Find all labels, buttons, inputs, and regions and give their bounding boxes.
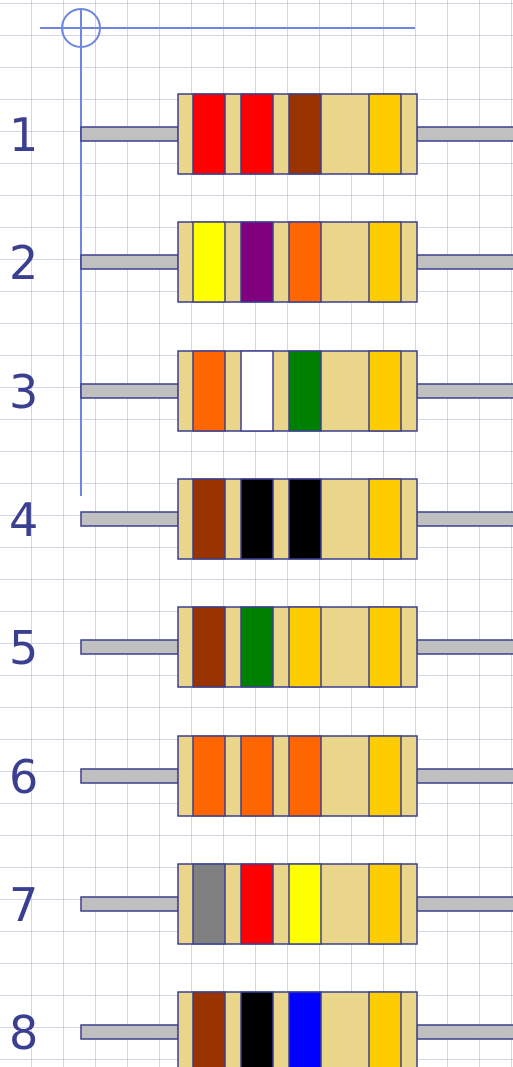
lead-right (417, 127, 513, 141)
lead-left (81, 127, 178, 141)
color-band (289, 94, 321, 174)
resistor: 1 (9, 94, 513, 174)
color-band (193, 94, 225, 174)
resistor-number: 8 (9, 1006, 38, 1060)
color-band (289, 992, 321, 1067)
resistor-number: 6 (9, 750, 38, 804)
lead-right (417, 255, 513, 269)
lead-right (417, 1025, 513, 1039)
color-band (193, 222, 225, 302)
resistor: 5 (9, 607, 513, 687)
lead-left (81, 897, 178, 911)
resistor: 7 (9, 864, 513, 944)
color-band (369, 94, 401, 174)
lead-left (81, 640, 178, 654)
lead-left (81, 1025, 178, 1039)
color-band (369, 351, 401, 431)
lead-right (417, 512, 513, 526)
resistor-list: 1 2 3 4 5 6 7 8 (9, 94, 513, 1067)
resistor-number: 7 (9, 878, 38, 932)
lead-left (81, 255, 178, 269)
color-band (241, 992, 273, 1067)
resistor: 2 (9, 222, 513, 302)
lead-left (81, 769, 178, 783)
lead-right (417, 640, 513, 654)
color-band (241, 94, 273, 174)
color-band (369, 479, 401, 559)
color-band (289, 607, 321, 687)
color-band (241, 736, 273, 816)
lead-right (417, 769, 513, 783)
color-band (369, 222, 401, 302)
color-band (193, 736, 225, 816)
color-band (241, 607, 273, 687)
color-band (193, 607, 225, 687)
resistor-number: 2 (9, 236, 38, 290)
color-band (369, 864, 401, 944)
color-band (289, 864, 321, 944)
color-band (369, 607, 401, 687)
resistor-number: 1 (9, 108, 38, 162)
resistor: 4 (9, 479, 513, 559)
resistor-number: 5 (9, 621, 38, 675)
resistor-number: 3 (9, 365, 38, 419)
lead-left (81, 512, 178, 526)
color-band (241, 479, 273, 559)
lead-left (81, 384, 178, 398)
color-band (241, 351, 273, 431)
color-band (193, 351, 225, 431)
resistor: 8 (9, 992, 513, 1067)
color-band (193, 992, 225, 1067)
resistor-number: 4 (9, 493, 38, 547)
color-band (241, 864, 273, 944)
color-band (193, 479, 225, 559)
color-band (289, 222, 321, 302)
color-band (241, 222, 273, 302)
color-band (193, 864, 225, 944)
color-band (369, 992, 401, 1067)
resistor: 6 (9, 736, 513, 816)
resistor: 3 (9, 351, 513, 431)
color-band (289, 479, 321, 559)
color-band (289, 736, 321, 816)
color-band (289, 351, 321, 431)
lead-right (417, 897, 513, 911)
color-band (369, 736, 401, 816)
lead-right (417, 384, 513, 398)
